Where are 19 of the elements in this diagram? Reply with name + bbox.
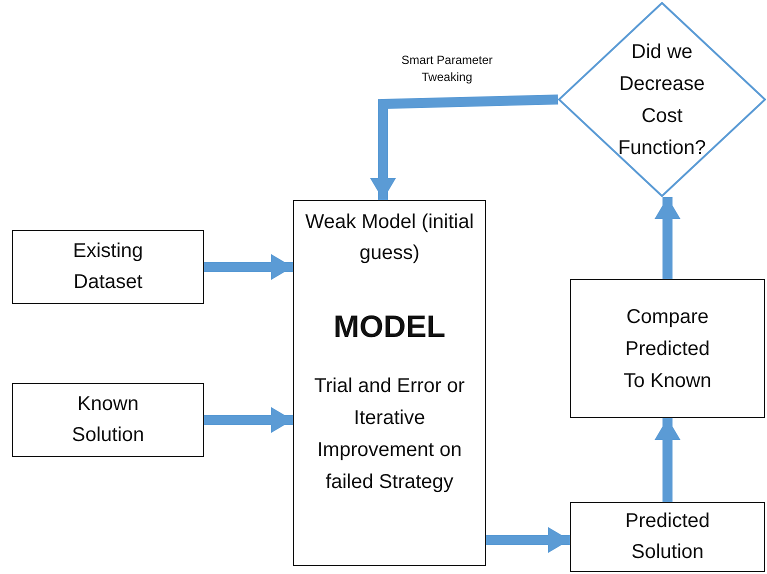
block-arrow — [654, 418, 680, 502]
process-box — [570, 279, 765, 418]
box-text: Known Solution — [70, 392, 146, 448]
model-box — [293, 200, 486, 566]
model-subtitle: Weak Model (initial guess) — [304, 210, 475, 266]
block-arrow — [370, 94, 558, 200]
model-description: Trial and Error or Iterative Improvement on failed Strategy — [313, 374, 466, 495]
box-text: Existing Dataset — [72, 239, 144, 295]
process-box — [12, 383, 204, 457]
process-box — [12, 230, 204, 304]
box-text: Compare Predicted To Known — [622, 304, 712, 394]
process-box — [570, 502, 765, 572]
model-heading: MODEL — [334, 308, 446, 346]
box-text: Predicted Solution — [624, 509, 711, 565]
block-arrow — [486, 527, 570, 553]
decision-text: Did we Decrease Cost Function? — [617, 40, 707, 160]
block-arrow — [654, 197, 680, 279]
block-arrow — [204, 254, 293, 280]
block-arrow — [204, 407, 293, 433]
